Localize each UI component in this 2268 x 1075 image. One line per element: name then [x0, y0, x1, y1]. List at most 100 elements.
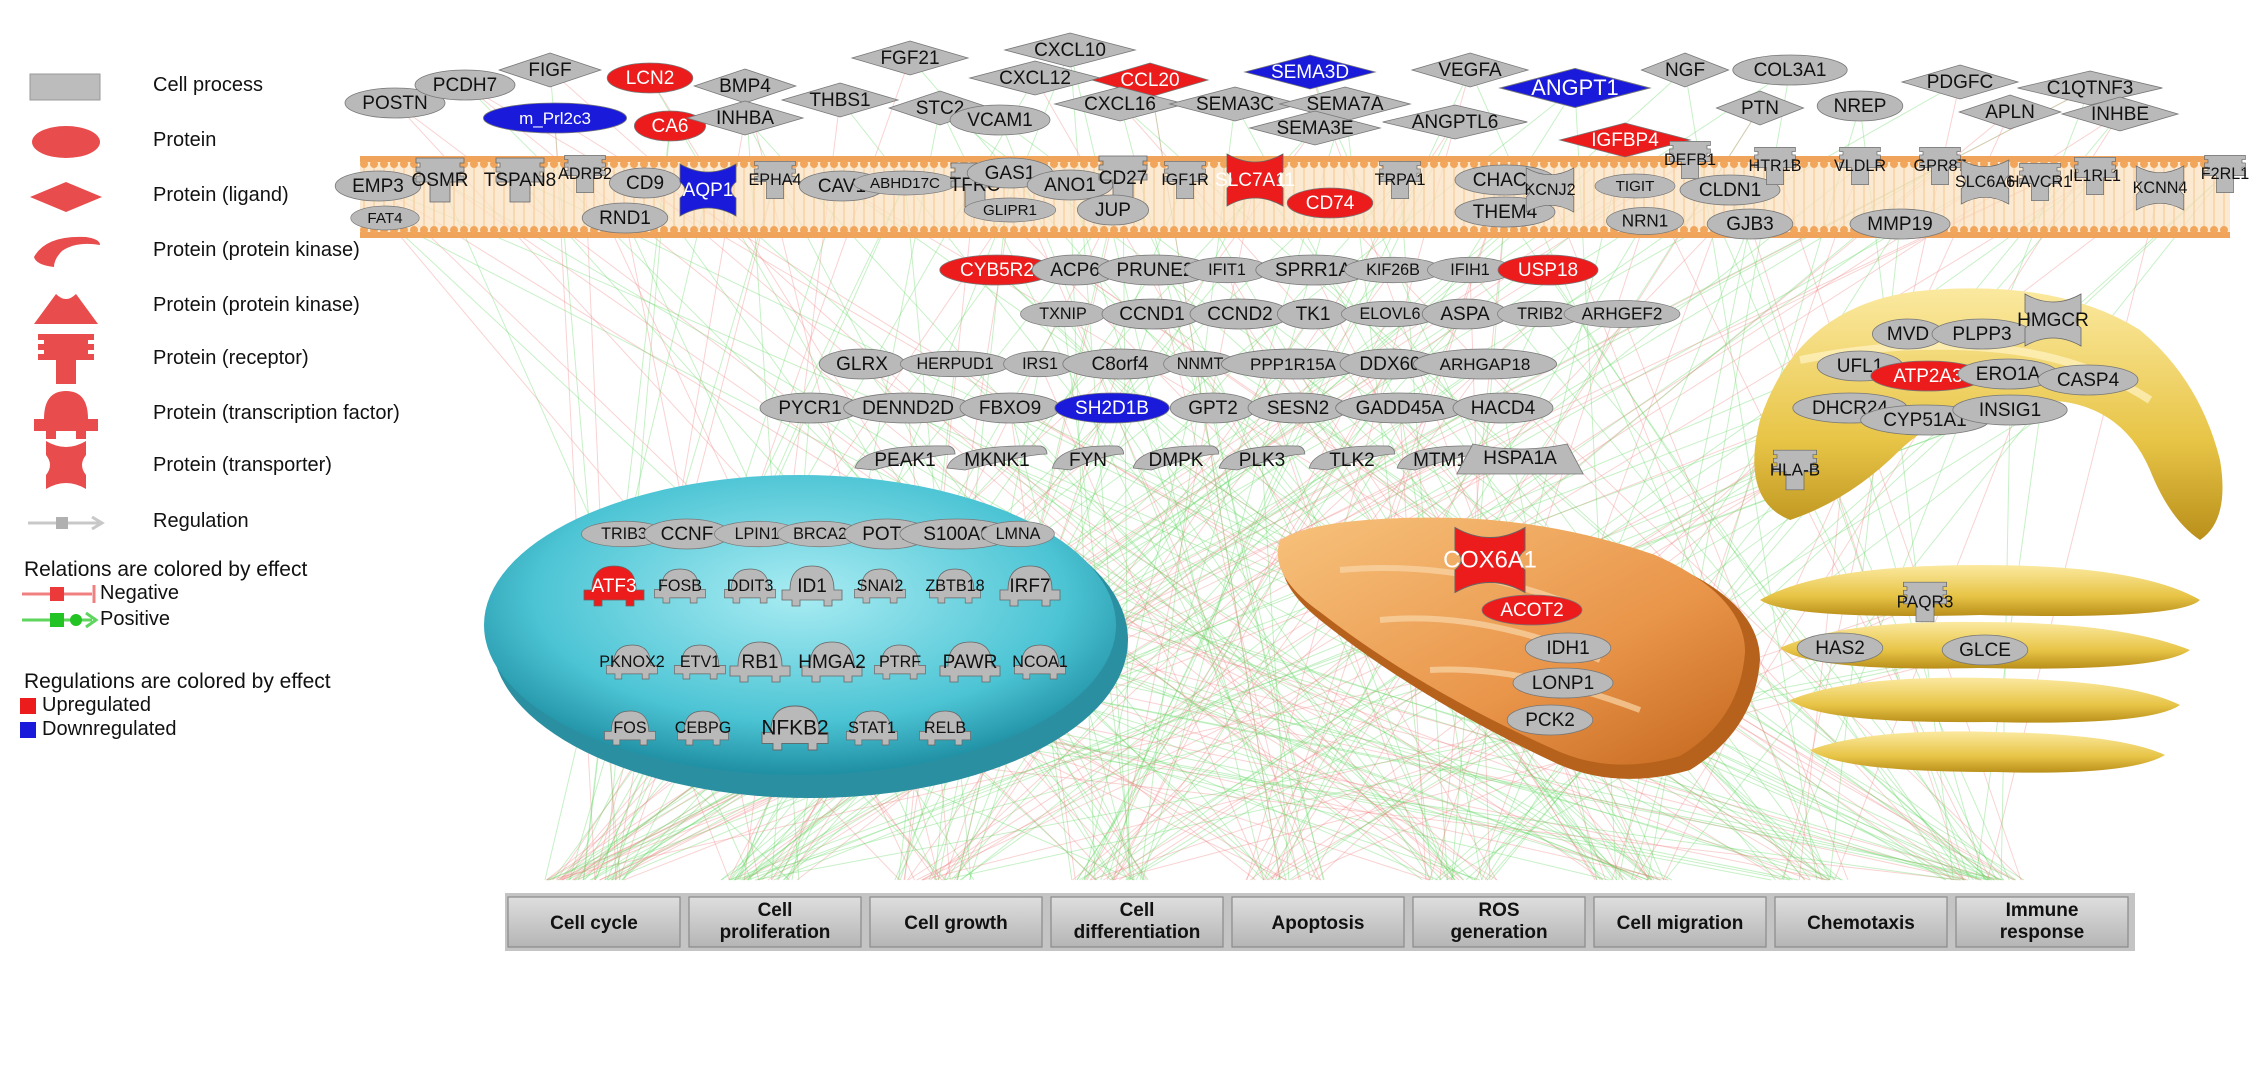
regulation-edge [1212, 407, 1312, 881]
node-snai2: SNAI2 [854, 568, 906, 604]
lipid-head [2070, 226, 2078, 234]
lipid-head [2130, 226, 2138, 234]
lipid-head [1880, 160, 1888, 168]
node-label: LMNA [996, 525, 1041, 543]
node-label: KIF26B [1366, 261, 1420, 279]
lipid-head [620, 160, 628, 168]
lipid-head [1570, 226, 1578, 234]
node-trpa1: TRPA1 [1375, 160, 1426, 200]
node-label: EPHA4 [749, 171, 802, 189]
lipid-head [570, 226, 578, 234]
cell-process-cell-migration: Cell migration [1593, 896, 1767, 948]
node-nfkb2: NFKB2 [761, 705, 829, 751]
lipid-head [1470, 226, 1478, 234]
node-sema3d: SEMA3D [1243, 54, 1377, 90]
node-label: CASP4 [2057, 370, 2120, 391]
lipid-head [2170, 226, 2178, 234]
node-label: ZBTB18 [925, 577, 984, 595]
node-label: ANO1 [1044, 175, 1096, 196]
node-label: ANGPT1 [1531, 75, 1618, 100]
node-zbtb18: ZBTB18 [925, 568, 985, 604]
node-label: PLK3 [1239, 450, 1285, 471]
regulation-edge [1469, 269, 1974, 881]
lipid-head [1260, 226, 1268, 234]
lipid-head [1440, 160, 1448, 168]
lipid-head [1730, 160, 1738, 168]
lipid-head [1300, 226, 1308, 234]
lipid-head [390, 160, 398, 168]
regulation-edge [744, 117, 1442, 881]
legend-label: Protein (protein kinase) [153, 294, 360, 316]
cell-process-label: Apoptosis [1272, 913, 1365, 934]
node-label: TRPA1 [1375, 171, 1426, 189]
node-label: IFIH1 [1450, 261, 1489, 279]
node-label: CD74 [1306, 193, 1355, 214]
node-label: GJB3 [1726, 214, 1774, 235]
regulation-edge [1484, 363, 2023, 881]
node-col3a1: COL3A1 [1732, 54, 1848, 86]
node-epha4: EPHA4 [749, 160, 802, 200]
regulation-edge [1261, 459, 1290, 881]
node-cxcl10: CXCL10 [1003, 32, 1137, 68]
node-gpr87: GPR87 [1914, 146, 1966, 186]
node-label: C1QTNF3 [2047, 78, 2134, 99]
node-fgf21: FGF21 [850, 40, 970, 76]
node-ddx60: DDX60 [1339, 348, 1441, 380]
lipid-head [480, 160, 488, 168]
lipid-head [1600, 160, 1608, 168]
node-label: KCNN4 [2133, 179, 2188, 197]
lipid-head [1130, 226, 1138, 234]
receptor-icon [38, 334, 94, 384]
lipid-head [1450, 226, 1458, 234]
node-cxcl12: CXCL12 [968, 60, 1102, 96]
lipid-head [900, 226, 908, 234]
node-label: HACD4 [1471, 398, 1536, 419]
node-slc7a11: SLC7A11 [1215, 153, 1295, 207]
node-label: HAS2 [1815, 638, 1865, 659]
lipid-head [1590, 160, 1598, 168]
lipid-head [1300, 160, 1308, 168]
lipid-head [1640, 160, 1648, 168]
lipid-head [1190, 226, 1198, 234]
regulation-edge [1547, 269, 1953, 881]
lipid-head [1310, 226, 1318, 234]
lipid-head [1280, 226, 1288, 234]
node-ncoa1: NCOA1 [1012, 644, 1068, 680]
node-pycr1: PYCR1 [759, 392, 861, 424]
node-acp6: ACP6 [1031, 254, 1119, 286]
regulation-edge [1268, 719, 1551, 881]
lipid-head [710, 160, 718, 168]
lipid-head [2140, 226, 2148, 234]
lipid-head [720, 160, 728, 168]
node-plpp3: PLPP3 [1931, 318, 2033, 350]
lipid-head [1890, 160, 1898, 168]
lipid-head [990, 226, 998, 234]
lipid-head [2060, 226, 2068, 234]
node-tlk2: TLK2 [1308, 445, 1396, 471]
node-dennd2d: DENND2D [843, 392, 973, 424]
lipid-head [1960, 226, 1968, 234]
lipid-head [1830, 160, 1838, 168]
relations-title: Relations are colored by effect [24, 558, 308, 581]
lipid-head [430, 226, 438, 234]
cell-process-label: Cell [1120, 900, 1155, 921]
lipid-head [1590, 226, 1598, 234]
regulation-edge [1794, 469, 1997, 881]
node-label: VLDLR [1834, 157, 1886, 175]
lipid-head [400, 160, 408, 168]
node-label: LCN2 [626, 68, 675, 89]
legend-item-kinase-2: Protein (protein kinase) [18, 282, 448, 332]
lipid-head [650, 160, 658, 168]
lipid-head [1330, 226, 1338, 234]
regulation-edge [1664, 173, 2226, 881]
lipid-head [1060, 160, 1068, 168]
regulations-title: Regulations are colored by effect [24, 670, 331, 693]
node-label: CHAC1 [1473, 170, 1537, 191]
lipid-head [1510, 226, 1518, 234]
node-id1: ID1 [781, 565, 843, 607]
lipid-head [740, 226, 748, 234]
lipid-head [2160, 160, 2168, 168]
node-s100a6: S100A6 [899, 518, 1015, 550]
lipid-head [830, 226, 838, 234]
